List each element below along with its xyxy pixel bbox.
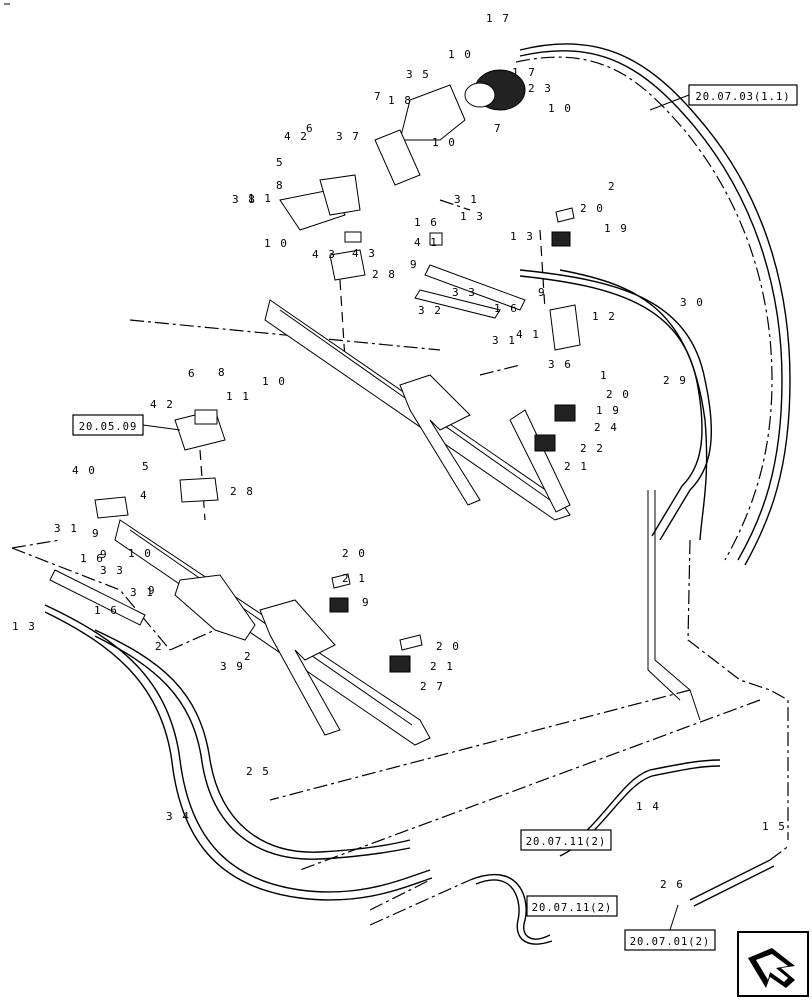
ref-label: 20.07.11(2) bbox=[532, 902, 613, 914]
part-callout-18: 1 8 bbox=[388, 94, 412, 107]
reference-box-20-07-11-upper[interactable]: 20.07.11(2) bbox=[520, 829, 612, 851]
part-callout-7: 7 bbox=[374, 90, 382, 103]
part-callout-9: 9 bbox=[410, 258, 418, 271]
part-callout-43: 4 3 bbox=[312, 248, 336, 261]
part-callout-5: 5 bbox=[276, 156, 284, 169]
part-callout-32: 3 2 bbox=[418, 304, 442, 317]
ref-label: 20.07.11(2) bbox=[526, 836, 607, 848]
part-callout-31: 3 1 bbox=[54, 522, 78, 535]
part-callout-1: 1 bbox=[600, 369, 608, 382]
ref-label: 20.07.01(2) bbox=[630, 936, 711, 948]
next-page-arrow-icon[interactable] bbox=[737, 931, 809, 997]
bottom-lever-assembly bbox=[49, 409, 431, 746]
part-callout-15: 1 5 bbox=[762, 820, 786, 833]
part-callout-31: 3 1 bbox=[492, 334, 516, 347]
part-callout-20: 2 0 bbox=[342, 547, 366, 560]
part-callout-5: 5 bbox=[142, 460, 150, 473]
part-callout-11: 1 1 bbox=[248, 192, 272, 205]
part-callout-34: 3 4 bbox=[166, 810, 190, 823]
part-callout-36: 3 6 bbox=[548, 358, 572, 371]
part-callout-20: 2 0 bbox=[606, 388, 630, 401]
part-callout-6: 6 bbox=[188, 367, 196, 380]
ref-label: 20.07.03(1.1) bbox=[695, 91, 790, 103]
part-callout-9: 9 bbox=[100, 548, 108, 561]
part-callout-10: 1 0 bbox=[128, 547, 152, 560]
part-callout-40: 4 0 bbox=[72, 464, 96, 477]
part-callout-24: 2 4 bbox=[594, 421, 618, 434]
part-callout-27: 2 7 bbox=[420, 680, 444, 693]
part-callout-35: 3 5 bbox=[406, 68, 430, 81]
part-callout-19: 1 9 bbox=[604, 222, 628, 235]
part-callout-33: 3 3 bbox=[100, 564, 124, 577]
part-callout-16: 1 6 bbox=[80, 552, 104, 565]
part-callout-37: 3 7 bbox=[336, 130, 360, 143]
top-lever-assembly bbox=[264, 69, 581, 521]
part-callout-28: 2 8 bbox=[372, 268, 396, 281]
part-callout-33: 3 3 bbox=[452, 286, 476, 299]
part-callout-10: 1 0 bbox=[548, 102, 572, 115]
part-callout-2: 2 bbox=[155, 640, 163, 653]
part-callout-9: 9 bbox=[538, 286, 546, 299]
part-callout-30: 3 0 bbox=[680, 296, 704, 309]
part-callout-28: 2 8 bbox=[230, 485, 254, 498]
part-callout-10: 1 0 bbox=[432, 136, 456, 149]
ref-label: 20.05.09 bbox=[79, 421, 138, 433]
part-callout-10: 1 0 bbox=[264, 237, 288, 250]
part-callout-16: 1 6 bbox=[494, 302, 518, 315]
part-callout-10: 1 0 bbox=[448, 48, 472, 61]
part-callout-9: 9 bbox=[362, 596, 370, 609]
part-callout-11: 1 1 bbox=[226, 390, 250, 403]
part-callout-42: 4 2 bbox=[150, 398, 174, 411]
part-callout-29: 2 9 bbox=[663, 374, 687, 387]
part-callout-41: 4 1 bbox=[516, 328, 540, 341]
part-callout-23: 2 3 bbox=[528, 82, 552, 95]
part-callout-22: 2 2 bbox=[580, 442, 604, 455]
part-callout-6: 6 bbox=[306, 122, 314, 135]
part-callout-43: 4 3 bbox=[352, 247, 376, 260]
part-callout-21: 2 1 bbox=[430, 660, 454, 673]
part-callout-20: 2 0 bbox=[580, 202, 604, 215]
part-callout-17: 1 7 bbox=[512, 66, 536, 79]
part-callout-10: 1 0 bbox=[262, 375, 286, 388]
part-callout-19: 1 9 bbox=[596, 404, 620, 417]
reference-box-20-07-03[interactable]: 20.07.03(1.1) bbox=[688, 84, 798, 106]
part-callout-8: 8 bbox=[218, 366, 226, 379]
part-callout-31: 3 1 bbox=[130, 586, 154, 599]
part-callout-21: 2 1 bbox=[564, 460, 588, 473]
part-callout-16: 1 6 bbox=[414, 216, 438, 229]
part-callout-41: 4 1 bbox=[414, 236, 438, 249]
part-callout-7: 7 bbox=[494, 122, 502, 135]
part-callout-31: 3 1 bbox=[454, 193, 478, 206]
part-callout-25: 2 5 bbox=[246, 765, 270, 778]
part-callout-14: 1 4 bbox=[636, 800, 660, 813]
part-callout-38: 3 8 bbox=[232, 193, 256, 206]
part-callout-8: 8 bbox=[276, 179, 284, 192]
part-callout-16: 1 6 bbox=[94, 604, 118, 617]
part-callout-9: 9 bbox=[148, 584, 156, 597]
part-callout-21: 2 1 bbox=[342, 572, 366, 585]
part-callout-4: 4 bbox=[140, 489, 148, 502]
part-callout-9: 9 bbox=[92, 527, 100, 540]
reference-box-20-07-01[interactable]: 20.07.01(2) bbox=[624, 929, 716, 951]
part-callout-2: 2 bbox=[608, 180, 616, 193]
part-callout-13: 1 3 bbox=[12, 620, 36, 633]
reference-box-20-07-11-lower[interactable]: 20.07.11(2) bbox=[526, 895, 618, 917]
part-callout-13: 1 3 bbox=[460, 210, 484, 223]
part-callout-39: 3 9 bbox=[220, 660, 244, 673]
reference-box-20-05-09[interactable]: 20.05.09 bbox=[72, 414, 144, 436]
part-callout-12: 1 2 bbox=[592, 310, 616, 323]
part-callout-2: 2 bbox=[244, 650, 252, 663]
part-callout-26: 2 6 bbox=[660, 878, 684, 891]
part-callout-13: 1 3 bbox=[510, 230, 534, 243]
part-callout-20: 2 0 bbox=[436, 640, 460, 653]
part-callout-17: 1 7 bbox=[486, 12, 510, 25]
part-callout-42: 4 2 bbox=[284, 130, 308, 143]
